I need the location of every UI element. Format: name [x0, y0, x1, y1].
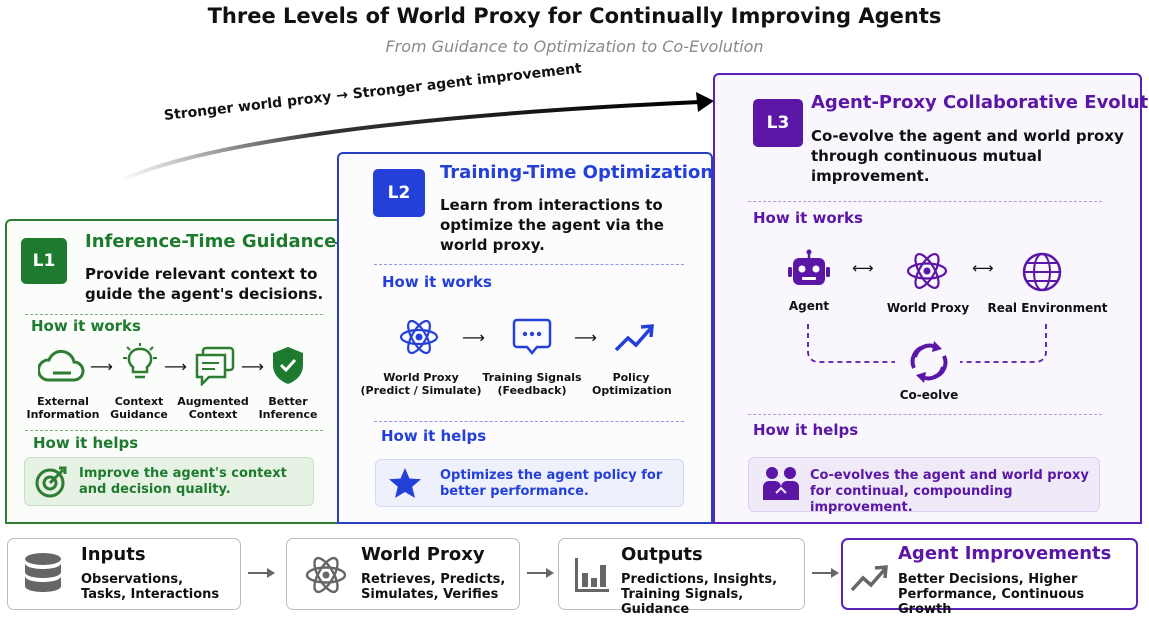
arrow-right-icon: ⟶ — [462, 328, 485, 347]
lightbulb-icon — [123, 343, 157, 379]
level-1-badge: L1 — [21, 238, 67, 284]
arrow-right-icon: ⟶ — [241, 357, 264, 376]
flow-description: Retrieves, Predicts, Simulates, Verifies — [361, 572, 506, 602]
step-label: Policy Optimization — [592, 371, 672, 397]
level-2-description: Learn from interactions to optimize the … — [440, 196, 664, 254]
arrow-right-icon — [527, 568, 554, 578]
arrow-right-icon: ⟶ — [90, 357, 113, 376]
globe-icon — [1022, 252, 1062, 292]
level-2-help-box — [375, 459, 684, 507]
bidirectional-arrow-icon: ⟷ — [972, 259, 994, 277]
level-3-title: Agent-Proxy Collaborative Evolution — [811, 92, 1149, 113]
step-label: Augmented Context — [177, 395, 249, 421]
flow-agent-improvements-box — [841, 538, 1138, 610]
target-icon — [35, 466, 67, 498]
level-3-badge: L3 — [753, 99, 803, 147]
flow-title: World Proxy — [361, 544, 485, 565]
speech-bubble-icon — [512, 318, 552, 355]
level-1-how-it-helps: How it helps — [33, 434, 139, 452]
flow-title: Agent Improvements — [898, 543, 1112, 564]
level-1-help-box — [24, 457, 314, 506]
level-3-description: Co-evolve the agent and world proxy thro… — [811, 127, 1124, 185]
page-subtitle: From Guidance to Optimization to Co-Evol… — [385, 37, 764, 56]
page-title: Three Levels of World Proxy for Continua… — [207, 4, 942, 28]
trend-up-icon — [850, 565, 888, 592]
flow-description: Predictions, Insights, Training Signals,… — [621, 572, 778, 617]
arrow-right-icon: ⟶ — [164, 357, 187, 376]
flow-title: Inputs — [81, 544, 146, 565]
level-1-help-text: Improve the agent's context and decision… — [79, 466, 287, 497]
robot-icon — [788, 249, 830, 285]
level-3-help-box — [748, 457, 1100, 512]
level-3-how-it-helps: How it helps — [753, 421, 859, 439]
cycle-label: Co-eolve — [899, 388, 959, 402]
bidirectional-arrow-icon: ⟷ — [852, 259, 874, 277]
trend-arrow — [119, 92, 714, 183]
level-2-how-it-helps: How it helps — [381, 427, 487, 445]
atom-icon — [399, 319, 439, 355]
step-label: Real Environment — [987, 301, 1108, 315]
step-label: External Information — [26, 395, 100, 421]
level-2-how-it-works: How it works — [382, 273, 492, 291]
level-3-panel — [713, 73, 1142, 524]
step-label: Context Guidance — [110, 395, 168, 421]
divider — [374, 264, 684, 265]
level-3-help-text: Co-evolves the agent and world proxy for… — [810, 468, 1089, 515]
flow-title: Outputs — [621, 544, 703, 565]
divider — [25, 430, 323, 431]
divider — [25, 314, 323, 315]
level-1-title: Inference-Time Guidance — [85, 231, 337, 252]
step-label: World Proxy — [886, 301, 970, 315]
arrow-right-icon — [812, 568, 839, 578]
flow-outputs-box — [558, 538, 805, 610]
people-icon — [763, 467, 799, 500]
divider — [374, 421, 684, 422]
trend-up-icon — [614, 324, 654, 352]
star-icon — [389, 468, 421, 498]
level-2-help-text: Optimizes the agent policy for better pe… — [440, 468, 663, 499]
level-1-description: Provide relevant context to guide the ag… — [85, 265, 324, 303]
level-3-how-it-works: How it works — [753, 209, 863, 227]
cloud-icon — [38, 349, 85, 382]
level-1-how-it-works: How it works — [31, 317, 141, 335]
level-2-title: Training-Time Optimization — [440, 162, 714, 183]
atom-icon — [906, 253, 948, 289]
step-label: World Proxy (Predict / Simulate) — [360, 371, 482, 397]
level-2-badge: L2 — [373, 169, 425, 217]
bar-chart-icon — [575, 558, 609, 592]
co-evolve-loop — [807, 324, 1047, 363]
arrow-right-icon: ⟶ — [574, 328, 597, 347]
flow-description: Observations, Tasks, Interactions — [81, 572, 220, 602]
shield-check-icon — [273, 347, 303, 384]
flow-description: Better Decisions, Higher Performance, Co… — [898, 572, 1085, 617]
divider — [748, 414, 1102, 415]
cycle-arrows-icon — [910, 341, 948, 383]
database-icon — [25, 553, 61, 592]
chat-stack-icon — [195, 346, 235, 386]
divider — [748, 201, 1102, 202]
atom-icon — [305, 556, 347, 594]
step-label: Agent — [788, 299, 830, 313]
arrow-right-icon — [248, 568, 275, 578]
step-label: Training Signals (Feedback) — [482, 371, 582, 397]
step-label: Better Inference — [258, 395, 318, 421]
